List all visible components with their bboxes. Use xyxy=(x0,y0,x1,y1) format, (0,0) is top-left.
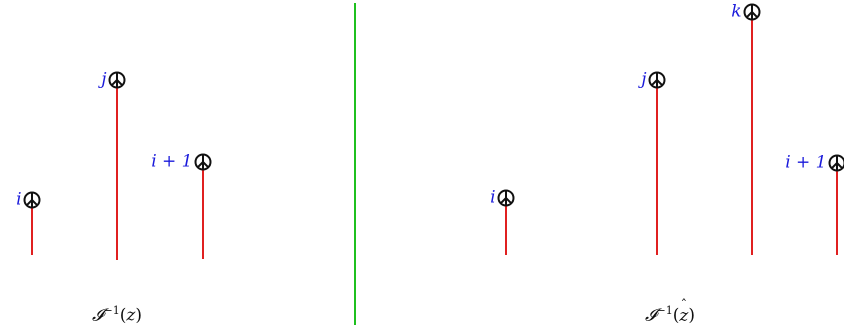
peace-symbol-icon xyxy=(830,156,844,171)
peace-symbol-icon xyxy=(25,193,40,208)
caption-argument: z xyxy=(679,308,688,325)
node-label-i-plus-1: i + 1 xyxy=(785,155,826,172)
caption-operator: 𝓘 xyxy=(92,306,104,326)
node-label-i: i xyxy=(490,190,495,207)
node-label-i: i xyxy=(16,192,21,209)
node-label-j: j xyxy=(641,72,646,89)
peace-symbol-icon xyxy=(110,73,125,88)
node-label-k: k xyxy=(731,4,741,21)
peace-symbol-icon xyxy=(650,73,665,88)
right-panel-caption: 𝓘−1(z) xyxy=(645,305,695,325)
caption-argument: z xyxy=(126,306,135,326)
caption-exponent: −1 xyxy=(657,304,673,317)
right-panel-stems xyxy=(499,5,844,256)
caption-operator: 𝓘 xyxy=(645,306,657,326)
peace-symbol-icon xyxy=(499,191,514,206)
node-label-i-plus-1: i + 1 xyxy=(151,154,192,171)
peace-symbol-icon xyxy=(196,155,211,170)
caption-exponent: −1 xyxy=(104,304,120,317)
left-panel-caption: 𝓘−1(z) xyxy=(92,305,142,325)
node-label-j: j xyxy=(101,72,106,89)
peace-symbol-icon xyxy=(745,5,760,20)
